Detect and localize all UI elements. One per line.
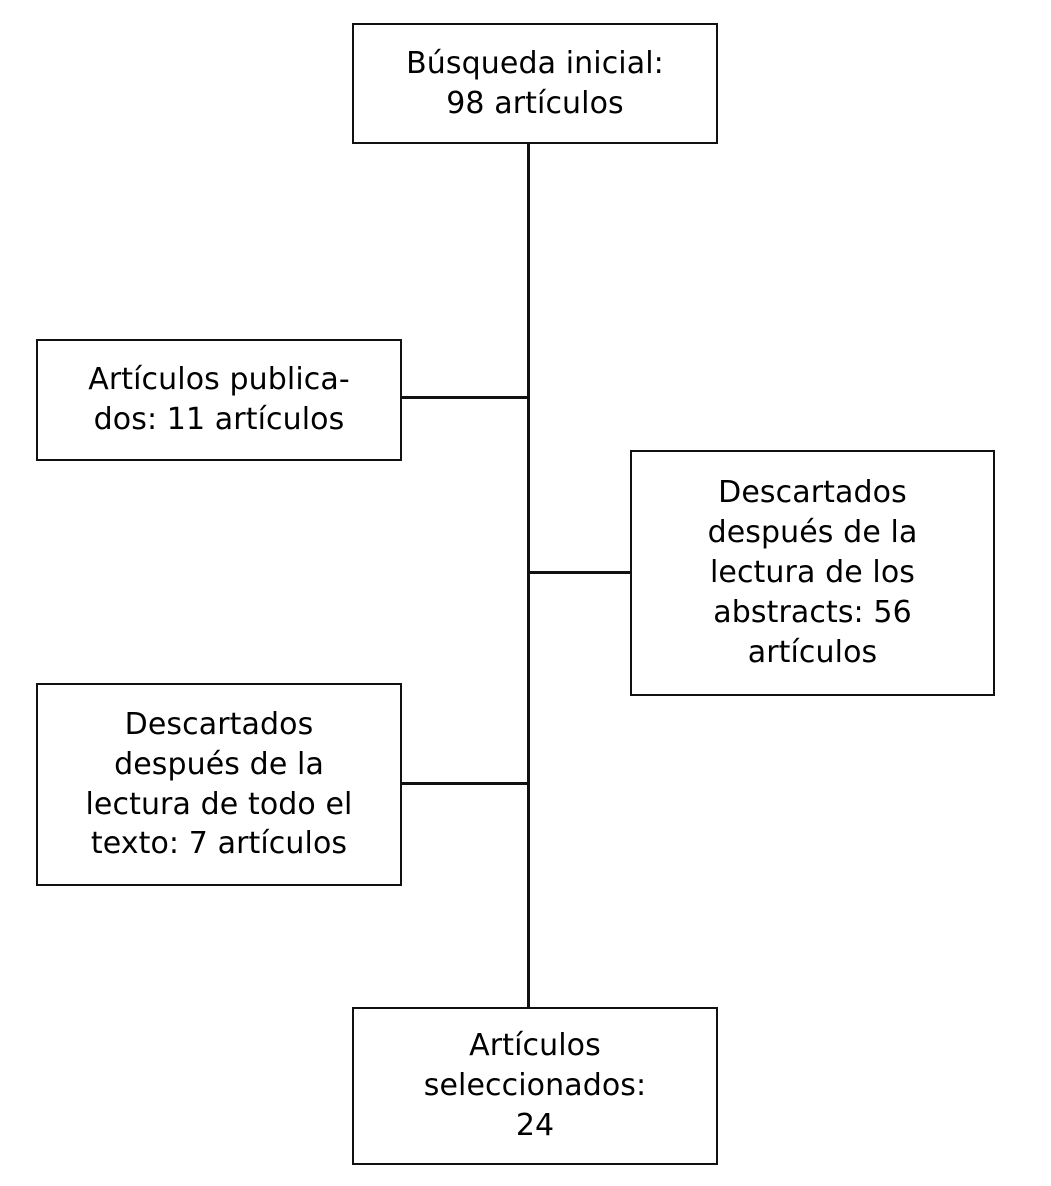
connector-main-spine bbox=[527, 142, 530, 1009]
node-published-articles-label: Artículos publica- dos: 11 artículos bbox=[88, 362, 350, 437]
node-initial-search-label: Búsqueda inicial: 98 artículos bbox=[406, 45, 664, 121]
node-selected-articles: Artículos seleccionados: 24 bbox=[352, 1007, 718, 1165]
node-initial-search: Búsqueda inicial: 98 artículos bbox=[352, 23, 718, 144]
node-discarded-after-fulltext-label: Descartados después de la lectura de tod… bbox=[85, 706, 353, 862]
node-discarded-after-abstracts: Descartados después de la lectura de los… bbox=[630, 450, 995, 696]
node-published-articles: Artículos publica- dos: 11 artículos bbox=[36, 339, 402, 461]
connector-branch-discarded-abstracts bbox=[527, 571, 632, 574]
connector-branch-published bbox=[400, 396, 529, 399]
connector-branch-discarded-fulltext bbox=[400, 782, 529, 785]
node-discarded-after-fulltext: Descartados después de la lectura de tod… bbox=[36, 683, 402, 886]
node-selected-articles-label: Artículos seleccionados: 24 bbox=[423, 1028, 647, 1143]
node-discarded-after-abstracts-label: Descartados después de la lectura de los… bbox=[707, 475, 918, 670]
